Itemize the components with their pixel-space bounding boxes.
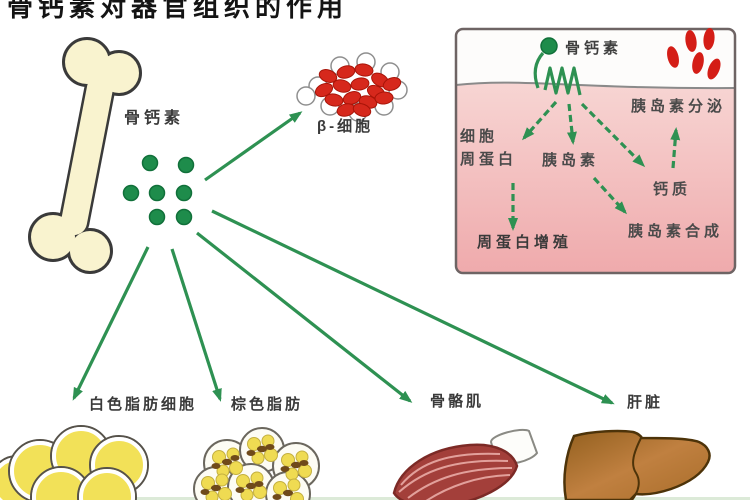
white-adipocyte-icon	[0, 425, 149, 500]
membrane-receptor-icon	[533, 51, 582, 96]
cell-membrane-line	[456, 81, 735, 90]
skeletal-muscle-label: 骨骼肌	[430, 393, 485, 410]
liver-icon	[563, 429, 711, 500]
green-dot-cluster-icon	[122, 154, 195, 226]
page-title: 骨钙素对器官组织的作用	[7, 0, 349, 22]
inset-osteocalcin-label: 骨钙素	[565, 40, 623, 57]
arrow-to-white-fat	[72, 246, 150, 401]
inset-dashed-arrows	[508, 100, 681, 231]
main-arrows	[72, 111, 615, 405]
osteocalcin-label: 骨钙素	[124, 110, 185, 127]
insulin-label: 胰岛素	[542, 152, 600, 169]
arrow-to-secretion	[670, 127, 681, 169]
red-cell-cluster-icon	[296, 52, 408, 122]
signaling-inset-box	[454, 27, 737, 275]
arrow-to-beta-cells	[204, 111, 303, 182]
liver-label: 肝脏	[627, 394, 664, 411]
skeletal-muscle-icon	[392, 429, 539, 500]
arrow-to-liver	[211, 209, 615, 405]
cyclin-label: 细胞 周蛋白	[460, 125, 517, 171]
bone-icon	[28, 37, 142, 274]
cyclin-label-line2: 周蛋白	[460, 151, 518, 168]
arrow-to-cyclin	[522, 100, 558, 141]
calcium-label: 钙质	[653, 181, 692, 198]
white-fat-label: 白色脂肪细胞	[89, 396, 198, 413]
arrow-to-brown-fat	[170, 248, 222, 402]
brown-adipocyte-icon	[193, 427, 320, 500]
insulin-secretion-label: 胰岛素分泌	[631, 98, 727, 115]
arrow-to-synthesis	[592, 176, 628, 215]
insulin-synthesis-label: 胰岛素合成	[628, 223, 724, 240]
osteocalcin-ligand-icon	[540, 37, 558, 55]
brown-fat-label: 棕色脂肪	[231, 396, 304, 413]
red-granule-icons	[667, 28, 721, 80]
arrow-to-calcium	[580, 102, 646, 168]
bottom-edge-strip	[0, 497, 750, 500]
arrow-to-insulin	[566, 103, 577, 145]
arrow-to-muscle	[196, 231, 413, 403]
cyclin-proliferation-label: 周蛋白增殖	[477, 234, 573, 251]
cyclin-label-line1: 细胞	[460, 128, 499, 145]
beta-cell-label: β-细胞	[317, 118, 374, 135]
